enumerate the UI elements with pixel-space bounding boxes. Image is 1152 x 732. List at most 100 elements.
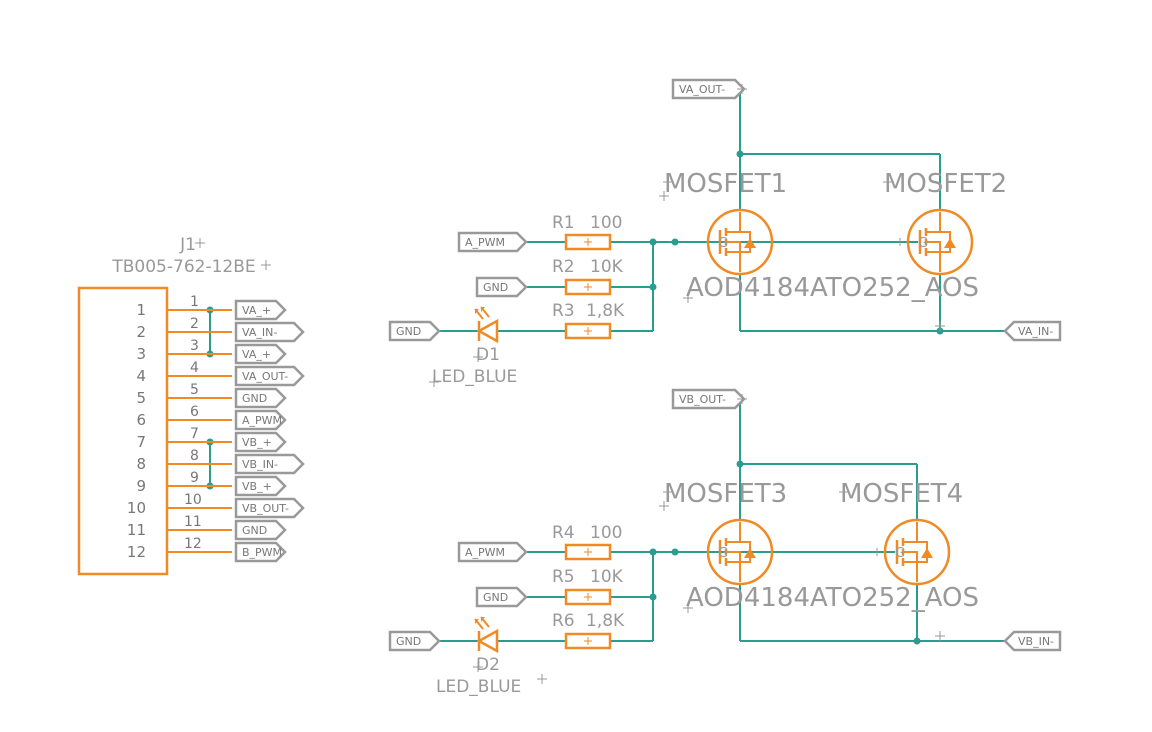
resistor-gate-ref: R4 bbox=[552, 523, 575, 543]
led-ref: D2 bbox=[476, 655, 500, 675]
origin-cross bbox=[261, 260, 271, 270]
resistor-pull bbox=[564, 588, 612, 606]
net-label-text: GND bbox=[483, 591, 508, 604]
connector-net-label bbox=[234, 497, 305, 519]
mosfet-b: G bbox=[906, 208, 974, 276]
gnd-net-label bbox=[475, 276, 528, 298]
origin-cross bbox=[737, 84, 747, 94]
pin-number-lead: 4 bbox=[190, 360, 199, 376]
mosfet-leads bbox=[726, 522, 741, 582]
gnd-net-label bbox=[475, 586, 528, 608]
net-label-text: GND bbox=[396, 325, 421, 338]
net-label-text: GND bbox=[242, 524, 267, 537]
origin-cross bbox=[683, 293, 693, 303]
pin-number-lead: 9 bbox=[190, 470, 199, 486]
pin-number: 5 bbox=[136, 389, 146, 407]
led-arrow-heads bbox=[475, 307, 485, 314]
pwm-net-label bbox=[457, 231, 528, 253]
mosfet-diode bbox=[744, 238, 756, 248]
origin-cross bbox=[683, 603, 693, 613]
connector-net-label bbox=[234, 343, 287, 365]
out-net-label bbox=[671, 388, 746, 410]
connector-net-label bbox=[234, 387, 287, 409]
mosfet-body bbox=[706, 518, 774, 586]
mosfet-leads bbox=[926, 212, 941, 272]
resistor-origin bbox=[584, 548, 592, 556]
led-triangle bbox=[476, 318, 499, 344]
connector-net-label bbox=[234, 365, 305, 387]
net-label-text: GND bbox=[396, 635, 421, 648]
pin-number: 3 bbox=[136, 345, 146, 363]
pin-number-lead: 6 bbox=[190, 404, 199, 420]
pin-number-lead: 2 bbox=[190, 316, 199, 332]
origin-cross bbox=[659, 501, 669, 511]
origin-cross bbox=[883, 177, 893, 187]
pin-number-lead: 5 bbox=[190, 382, 199, 398]
mosfet-value: AOD4184ATO252_AOS bbox=[686, 273, 979, 303]
junction-dot bbox=[649, 548, 657, 556]
led-value: LED_BLUE bbox=[432, 367, 517, 387]
net-label-text: VB_IN- bbox=[1018, 635, 1054, 648]
mosfet-gate-letter: G bbox=[918, 236, 928, 251]
net-label-text: VA_IN- bbox=[242, 326, 277, 339]
resistor-pull-ref: R5 bbox=[552, 567, 575, 587]
origin-cross bbox=[473, 662, 483, 672]
resistor-pull-value: 10K bbox=[590, 257, 624, 277]
net-label-text: VB_+ bbox=[242, 480, 272, 493]
net-label-text: VA_+ bbox=[242, 304, 271, 317]
connector-value: TB005-762-12BE bbox=[111, 257, 255, 277]
pin-number-lead: 12 bbox=[184, 536, 202, 552]
resistor-led bbox=[564, 632, 612, 650]
pin-number: 9 bbox=[136, 477, 146, 495]
pwm-net-label bbox=[457, 541, 528, 563]
resistor-led-value: 1,8K bbox=[586, 301, 625, 321]
net-labels: VA_+VA_IN-VA_+VA_OUT-GNDA_PWMVB_+VB_IN-V… bbox=[234, 78, 1062, 652]
connector-net-label bbox=[234, 453, 305, 475]
junction-dot bbox=[671, 548, 679, 556]
origin-cross bbox=[195, 238, 205, 248]
pin-number: 4 bbox=[136, 367, 146, 385]
pin-number: 12 bbox=[127, 543, 146, 561]
origin-cross bbox=[839, 487, 849, 497]
net-label-text: VA_OUT- bbox=[242, 370, 288, 383]
mosfet-b-ref: MOSFET2 bbox=[884, 169, 1007, 199]
resistor-origin bbox=[584, 327, 592, 335]
origin-cross bbox=[737, 394, 747, 404]
pin-number: 11 bbox=[127, 521, 146, 539]
out-net-label bbox=[671, 78, 746, 100]
mosfet-a: G bbox=[706, 518, 774, 586]
led-gnd-net-label bbox=[388, 320, 441, 342]
mosfet-body bbox=[883, 518, 951, 586]
in-net-label bbox=[1003, 320, 1062, 342]
mosfet-a-ref: MOSFET1 bbox=[664, 169, 787, 199]
connector-net-label bbox=[234, 519, 287, 541]
mosfet-body bbox=[906, 208, 974, 276]
connector-net-label bbox=[234, 321, 305, 343]
net-label-text: VA_+ bbox=[242, 348, 271, 361]
resistor-gate bbox=[564, 233, 612, 251]
pin-number-lead: 7 bbox=[190, 426, 199, 442]
origin-cross bbox=[663, 177, 673, 187]
mosfet-diode bbox=[744, 548, 756, 558]
connector-net-label bbox=[234, 299, 287, 321]
junction-dot bbox=[649, 238, 657, 246]
origin-cross bbox=[659, 191, 669, 201]
resistor-origin bbox=[584, 283, 592, 291]
mosfet-body bbox=[706, 208, 774, 276]
resistor-pull-ref: R2 bbox=[552, 257, 575, 277]
connector-body bbox=[77, 286, 169, 576]
mosfet-value: AOD4184ATO252_AOS bbox=[686, 583, 979, 613]
led-value: LED_BLUE bbox=[436, 677, 521, 697]
connector-ref: J1 bbox=[179, 235, 196, 255]
resistor-origin bbox=[584, 238, 592, 246]
mosfet-b: G bbox=[883, 518, 951, 586]
net-label-text: GND bbox=[483, 281, 508, 294]
mosfet-leads bbox=[726, 212, 741, 272]
resistor-origin bbox=[584, 593, 592, 601]
pin-number: 8 bbox=[136, 455, 146, 473]
net-label-text: VB_+ bbox=[242, 436, 272, 449]
pin-number-lead: 10 bbox=[184, 492, 202, 508]
